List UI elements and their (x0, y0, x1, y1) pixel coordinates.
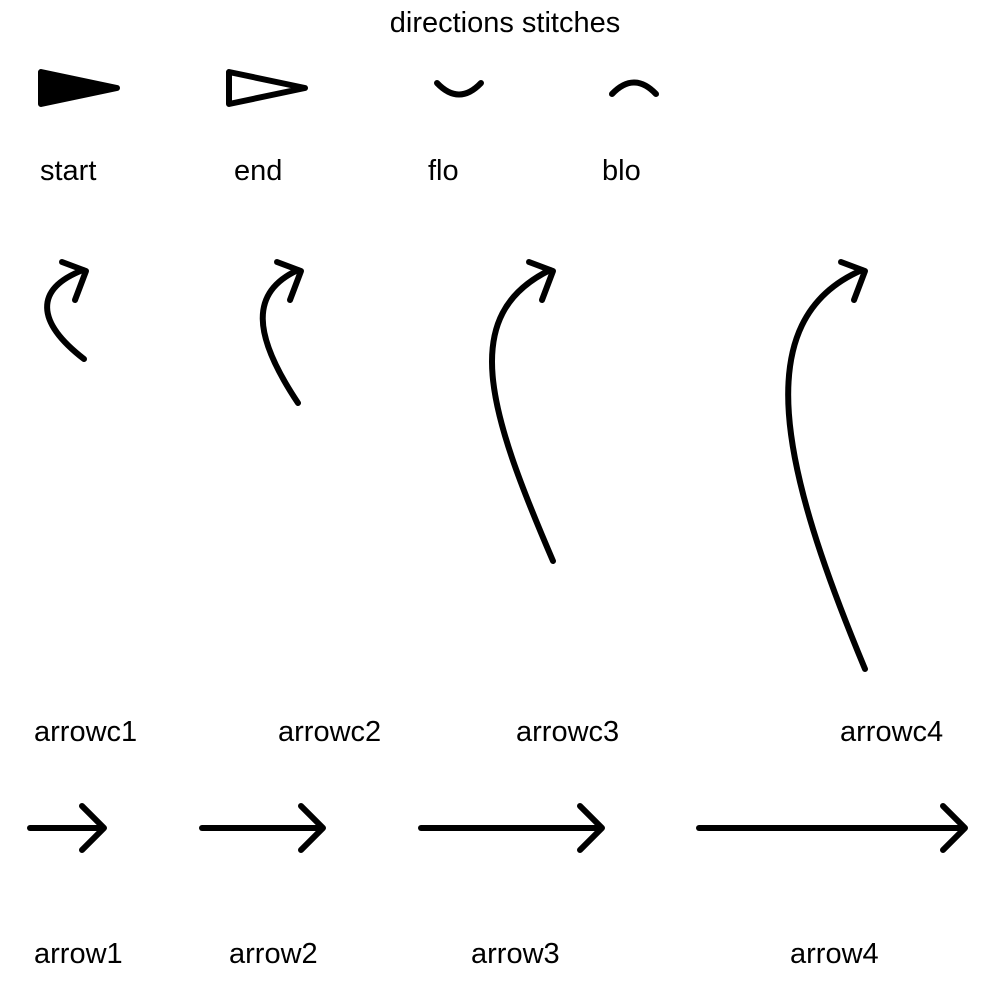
arrow2-head-icon (298, 803, 326, 853)
symbol-end: end (226, 69, 308, 187)
symbol-arrowc3: arrowc3 (488, 259, 619, 748)
flo-arc-icon (434, 80, 484, 98)
page-title: directions stitches (390, 7, 621, 39)
arrowc3-curve-icon (488, 267, 556, 564)
blo-arc-icon (609, 79, 659, 97)
symbol-blo: blo (602, 79, 659, 187)
symbol-arrowc4: arrowc4 (785, 259, 943, 748)
arrowc2-curve-icon (259, 267, 301, 406)
arrowc4-curve-icon (785, 267, 868, 672)
arrow3-label: arrow3 (471, 938, 560, 970)
flo-label: flo (428, 155, 459, 187)
symbol-start: start (38, 69, 120, 187)
symbol-arrowc2: arrowc2 (259, 259, 381, 748)
arrowc3-head-icon (526, 259, 556, 303)
end-triangle-icon (226, 69, 308, 107)
symbol-arrowc1: arrowc1 (34, 259, 137, 748)
arrowc1-head-icon (59, 259, 89, 303)
arrow3-head-icon (577, 803, 605, 853)
symbol-arrow3: arrow3 (418, 803, 605, 970)
symbol-arrow4: arrow4 (696, 803, 968, 970)
arrow1-head-icon (79, 803, 107, 853)
arrow1-label: arrow1 (34, 938, 123, 970)
arrowc2-label: arrowc2 (278, 716, 381, 748)
arrowc3-label: arrowc3 (516, 716, 619, 748)
arrowc1-curve-icon (44, 267, 87, 362)
symbol-arrow1: arrow1 (27, 803, 123, 970)
arrowc4-head-icon (838, 259, 868, 303)
symbol-arrow2: arrow2 (199, 803, 326, 970)
start-label: start (40, 155, 96, 187)
arrowc4-label: arrowc4 (840, 716, 943, 748)
arrowc2-head-icon (274, 259, 304, 303)
arrow4-label: arrow4 (790, 938, 879, 970)
symbol-flo: flo (428, 80, 484, 187)
end-label: end (234, 155, 282, 187)
arrowc1-label: arrowc1 (34, 716, 137, 748)
blo-label: blo (602, 155, 641, 187)
start-triangle-icon (38, 69, 120, 107)
arrow2-label: arrow2 (229, 938, 318, 970)
arrow4-head-icon (940, 803, 968, 853)
